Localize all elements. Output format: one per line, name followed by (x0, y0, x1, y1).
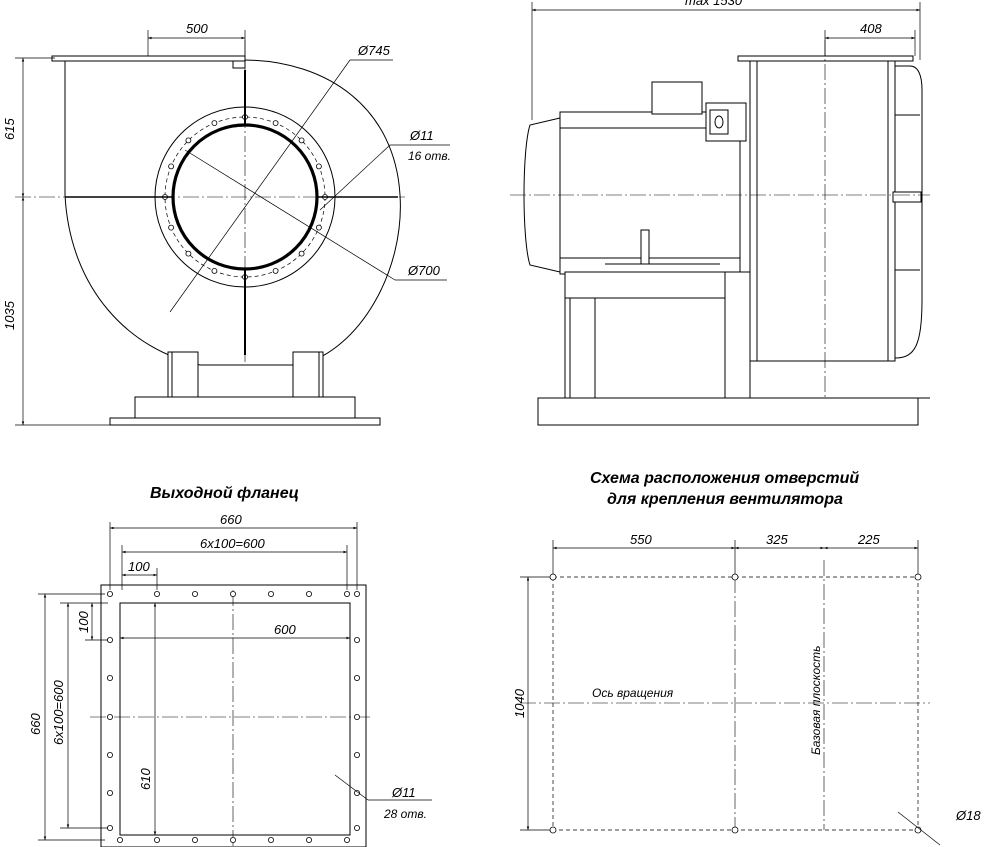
fan-housing-flange (737, 55, 914, 62)
dim-pitch-width: 6x100=600 (200, 536, 265, 551)
inlet-cone (894, 65, 923, 359)
side-view: max 1530 408 (510, 0, 930, 426)
mounting-holes (549, 573, 922, 834)
dim-pitch: 100 (128, 559, 150, 574)
dim-depth: 408 (860, 21, 882, 36)
dim-lower-height: 1035 (2, 300, 17, 330)
mounting-scheme: Схема расположения отверстий для креплен… (512, 470, 981, 846)
label-base-plane: Базовая плоскость (809, 646, 823, 755)
dim-span-1: 550 (630, 532, 652, 547)
mounting-title-line2: для крепления вентилятора (607, 491, 843, 508)
side-base (537, 397, 919, 426)
dim-inner-height: 610 (138, 768, 153, 790)
dim-diameter-outer: Ø745 (357, 43, 391, 58)
flange-bolt-holes (107, 591, 360, 844)
front-leg-right (292, 351, 324, 398)
dim-outer-height: 660 (28, 713, 43, 735)
fan-housing (749, 60, 896, 362)
front-base (109, 396, 381, 426)
dim-pitch-height: 6x100=600 (51, 680, 66, 745)
front-leg-left (167, 351, 199, 398)
dim-upper-height: 615 (2, 118, 17, 140)
dim-hole-diameter-flange: Ø11 (391, 785, 416, 800)
mounting-outline (552, 576, 919, 831)
flange-outer (100, 584, 367, 847)
dim-hole-count-flange: 28 отв. (383, 807, 427, 821)
dim-span-3: 225 (857, 532, 880, 547)
dim-mount-hole-diameter: Ø18 (955, 808, 981, 823)
outlet-flange-top (51, 55, 246, 62)
dim-hole-diameter: Ø11 (409, 128, 434, 143)
inlet-bolt-holes (162, 114, 328, 280)
dim-flange-width: 500 (186, 21, 208, 36)
label-rotation-axis: Ось вращения (592, 686, 674, 700)
dim-inner-width: 600 (274, 622, 296, 637)
dim-hole-count: 16 отв. (408, 149, 451, 163)
dim-height: 1040 (512, 688, 527, 718)
dim-max-length: max 1530 (685, 0, 743, 8)
terminal-box (651, 81, 703, 115)
mounting-title-line1: Схема расположения отверстий (590, 470, 859, 487)
flange-inner (119, 602, 351, 836)
volute-casing (64, 59, 401, 366)
outlet-flange-title: Выходной фланец (150, 485, 299, 502)
dim-pitch-vertical: 100 (76, 611, 91, 633)
dim-diameter-inner: Ø700 (407, 263, 441, 278)
front-view: 500 Ø745 Ø11 16 отв. Ø700 615 1035 (2, 21, 451, 426)
motor-stand (564, 271, 726, 299)
dim-outer-width: 660 (220, 512, 242, 527)
outlet-flange-view: Выходной фланец 660 6x100=600 (28, 485, 432, 847)
dim-span-2: 325 (766, 532, 788, 547)
